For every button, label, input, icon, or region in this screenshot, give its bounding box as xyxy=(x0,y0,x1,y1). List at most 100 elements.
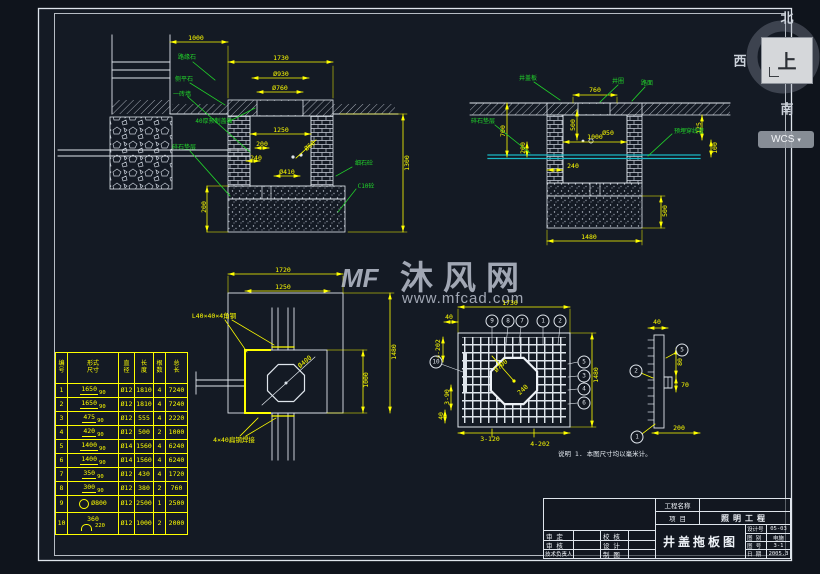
sign-label: 制 图 xyxy=(601,549,629,559)
dim-label: 500 xyxy=(660,205,669,217)
dim-label: 1720 xyxy=(275,265,291,274)
dim-label: 3-120 xyxy=(480,434,500,443)
dim-label: 1000 xyxy=(361,372,370,388)
item-label: 项 目 xyxy=(656,512,700,525)
brick-wall-right xyxy=(310,115,334,187)
bar-mark-bubble: 1 xyxy=(536,314,550,328)
drawing-title: 井盖拖板图 xyxy=(656,525,746,558)
dim-label: 1250 xyxy=(273,125,289,134)
dim-label: 200 xyxy=(518,142,527,154)
cover-frame-plan xyxy=(195,272,395,461)
bar-mark-bubble: 5 xyxy=(577,355,591,369)
sheet-border-inner xyxy=(54,13,786,556)
section-view-left xyxy=(57,34,408,233)
dim-label: 1730 xyxy=(273,53,289,62)
category-label: 图 别 xyxy=(746,533,767,542)
sheet-no-value: 3-1 xyxy=(767,541,790,549)
watermark-site-name: 沐风网 xyxy=(400,259,529,296)
bar-mark-bubble: 1 xyxy=(630,430,644,444)
design-no-value: 05-03 xyxy=(770,526,787,532)
sign-label: 审 核 xyxy=(544,540,574,550)
dim-label: 70 xyxy=(681,380,689,389)
material-callout: 一砖墙 xyxy=(172,91,192,98)
date-label: 日 期 xyxy=(746,549,767,558)
compass-west-label[interactable]: 西 xyxy=(733,53,747,69)
chevron-down-icon: ▾ xyxy=(797,136,801,144)
material-callout: 碎石垫层 xyxy=(171,144,197,151)
table-row: 10 360 220 Ø12 1000 2 2000 xyxy=(56,512,187,534)
material-callout: 细石砼 xyxy=(354,160,374,167)
material-callout: 预埋穿线管 xyxy=(673,128,705,135)
dim-label: 1480 xyxy=(591,367,600,383)
table-row: 9 Ø800 Ø12 2500 1 2500 xyxy=(56,495,187,512)
design-no-label: 设计号 xyxy=(746,525,767,533)
sign-label: 校 核 xyxy=(601,531,629,541)
wcs-dropdown[interactable]: WCS ▾ xyxy=(758,131,814,148)
dim-label: 200 xyxy=(256,139,268,148)
material-callout: 40厚预制盖板 xyxy=(195,118,233,125)
material-callout: 井盖板 xyxy=(518,75,538,82)
hoop-bar-icon xyxy=(79,499,90,509)
bar-mark-bubble: 5 xyxy=(675,343,689,357)
dim-label: 100 xyxy=(710,142,719,154)
material-callout: 路面 xyxy=(640,80,654,87)
dim-label: Ø50 xyxy=(602,128,614,137)
col-header-quantity: 根 数 xyxy=(154,353,166,383)
dim-label: 40 xyxy=(653,317,661,326)
bar-mark-bubble: 6 xyxy=(577,396,591,410)
dim-label: Ø410 xyxy=(279,167,295,176)
sign-label: 技术负责人 xyxy=(544,549,574,558)
manhole-opening-octagon xyxy=(266,363,306,403)
dim-label: 40 xyxy=(445,312,453,321)
category-value: 电施 xyxy=(767,533,790,542)
ucs-axis-icon xyxy=(769,67,779,77)
steel-callout: 4×40扁钢焊接 xyxy=(213,435,255,444)
brick-wall-left xyxy=(227,115,251,187)
cover-slab-side-view xyxy=(640,326,701,435)
dim-label: 700 xyxy=(498,125,507,137)
section-view-right xyxy=(469,81,731,246)
project-name-label: 工程名称 xyxy=(656,499,700,512)
bar-mark-bubble: 3 xyxy=(577,369,591,383)
material-callout: 路缘石 xyxy=(177,54,197,61)
sheet-border-outer xyxy=(37,7,793,562)
material-callout: 碎石垫层 xyxy=(470,118,496,125)
compass-north-label[interactable]: 北 xyxy=(780,10,794,26)
col-header-total: 总 长 xyxy=(173,360,180,374)
sign-label: 设 计 xyxy=(601,540,629,550)
bar-mark-bubble: 8 xyxy=(501,314,515,328)
embedded-steel-angle xyxy=(244,346,295,417)
dim-label: Ø930 xyxy=(273,69,289,78)
dim-label: 200 xyxy=(673,423,685,432)
dim-label: Ø760 xyxy=(272,83,288,92)
material-callout: C10砼 xyxy=(357,183,375,190)
mfcad-logo-text: MF xyxy=(341,263,379,293)
watermark-site-url: www.mfcad.com xyxy=(402,290,525,307)
bar-mark-bubble: 7 xyxy=(515,314,529,328)
dim-label: 240 xyxy=(567,161,579,170)
dim-label: 4-202 xyxy=(530,439,550,448)
compass-south-label[interactable]: 南 xyxy=(780,101,794,117)
col-header-number: 编 号 xyxy=(56,353,68,383)
dim-label: 200 xyxy=(199,201,208,213)
dim-label: 1730 xyxy=(502,298,518,307)
col-header-diameter: 直 径 xyxy=(119,353,135,383)
sign-label: 审 定 xyxy=(544,531,574,541)
bar-mark-bubble: 10 xyxy=(429,355,443,369)
date-value: 2005.3 xyxy=(767,549,790,557)
dim-label: 1000 xyxy=(587,132,603,141)
dim-label: 40 xyxy=(436,412,445,420)
material-callout: 井圈 xyxy=(611,78,625,85)
dim-label: 3-90 xyxy=(442,389,451,405)
dim-label: 1250 xyxy=(275,282,291,291)
col-header-length: 长 度 xyxy=(135,353,154,383)
project-name-value xyxy=(700,499,790,512)
viewcube-top-face[interactable]: 上 xyxy=(761,37,813,84)
watermark-ring xyxy=(746,20,820,94)
bar-mark-bubble: 2 xyxy=(629,364,643,378)
